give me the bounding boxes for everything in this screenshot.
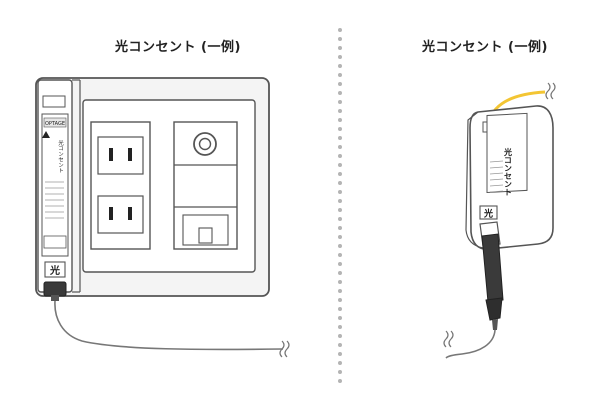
standalone-fiber-connector bbox=[481, 233, 504, 303]
module-badge: 光 bbox=[49, 264, 60, 277]
right-figure-caption: 光コンセント (一例) bbox=[422, 40, 548, 55]
module-badge-box bbox=[44, 261, 66, 278]
power-socket-upper bbox=[97, 136, 144, 175]
power-socket-lower bbox=[97, 195, 144, 234]
left-figure-caption: 光コンセント (一例) bbox=[115, 40, 241, 55]
standalone-module-badge: 光 bbox=[483, 208, 493, 220]
cable-break-mark-top bbox=[545, 82, 551, 100]
dotted-divider bbox=[338, 28, 342, 383]
standalone-badge-box bbox=[479, 205, 498, 220]
module-title-text: 光コンセント bbox=[57, 139, 64, 174]
fiber-cable-right bbox=[445, 329, 496, 359]
cable-break-mark-left bbox=[279, 340, 285, 358]
standalone-module-title: 光コンセント bbox=[504, 147, 513, 196]
fiber-cable-left bbox=[54, 300, 284, 351]
module-small-label: OPTAGE bbox=[45, 121, 65, 127]
cable-break-mark-bottom bbox=[443, 330, 449, 348]
